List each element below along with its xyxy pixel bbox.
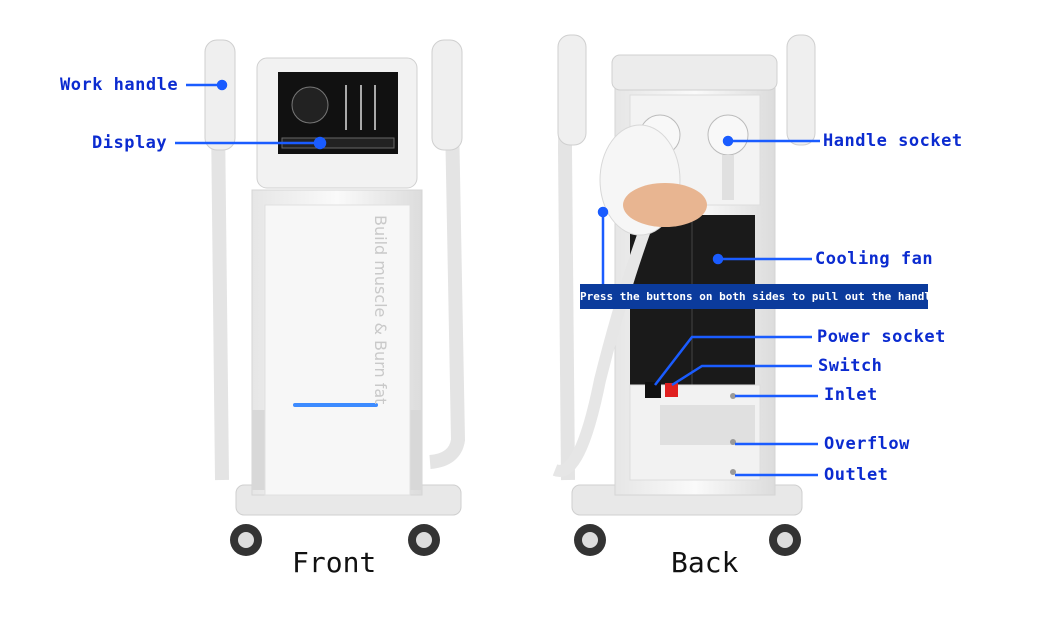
label-outlet: Outlet — [824, 465, 889, 485]
instruction-banner: Press the buttons on both sides to pull … — [580, 284, 938, 309]
label-cooling-fan: Cooling fan — [815, 249, 934, 269]
label-handle-socket: Handle socket — [823, 131, 963, 151]
caption-back: Back — [671, 546, 739, 579]
label-power-socket: Power socket — [817, 327, 946, 347]
label-overflow: Overflow — [824, 434, 910, 454]
label-switch: Switch — [818, 356, 883, 376]
side-slogan: Build muscle & Burn fat — [371, 215, 390, 405]
label-display: Display — [92, 133, 168, 153]
front-machine — [204, 39, 466, 556]
caption-front: Front — [292, 546, 377, 579]
label-work-handle: Work handle — [60, 75, 179, 95]
callout-lines — [175, 79, 820, 477]
label-inlet: Inlet — [824, 385, 878, 405]
back-machine — [552, 34, 816, 556]
